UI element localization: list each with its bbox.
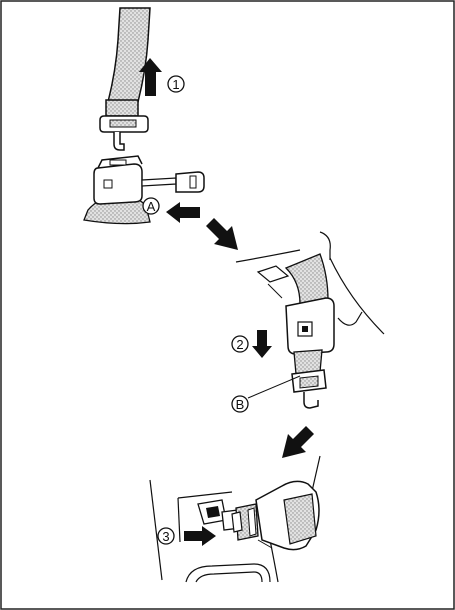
down-arrow-icon xyxy=(252,330,272,358)
step-2-label: 2 xyxy=(232,336,248,352)
right-arrow-icon xyxy=(184,526,216,546)
svg-text:B: B xyxy=(236,397,245,412)
step-B-label: B xyxy=(232,376,300,412)
svg-text:A: A xyxy=(147,199,156,214)
lower-anchor-buckle xyxy=(198,481,319,549)
step-A-label: A xyxy=(143,198,159,214)
step-3-label: 3 xyxy=(158,528,174,544)
diagonal-arrow-icon xyxy=(206,218,238,250)
left-arrow-icon xyxy=(166,202,200,223)
step-1-label: 1 xyxy=(168,76,184,92)
diagonal-arrow-icon xyxy=(282,426,314,458)
svg-text:2: 2 xyxy=(236,337,243,352)
svg-text:1: 1 xyxy=(172,77,179,92)
svg-text:3: 3 xyxy=(162,529,169,544)
fastened-buckle xyxy=(286,254,334,408)
upper-belt-tongue xyxy=(100,8,150,150)
